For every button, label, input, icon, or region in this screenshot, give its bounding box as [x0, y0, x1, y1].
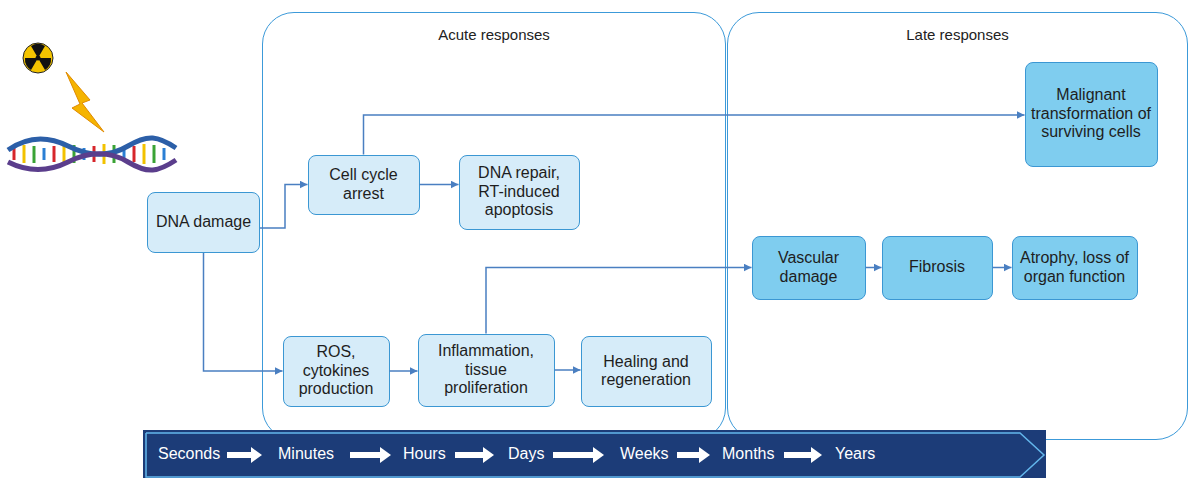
dna-rung	[133, 146, 136, 162]
flow-arrow	[390, 370, 418, 372]
time-label: Days	[508, 444, 544, 464]
box-label: Healing and regeneration	[587, 353, 706, 390]
process-box: DNA damage	[147, 192, 260, 253]
process-box: Inflammation, tissue proliferation	[418, 334, 555, 407]
dna-rung	[153, 145, 156, 163]
lightning-bolt	[66, 72, 104, 132]
radiation-blade	[31, 44, 45, 58]
time-arrow	[227, 447, 262, 463]
process-box: DNA repair, RT-induced apoptosis	[459, 155, 580, 230]
process-box: Malignant transformation of surviving ce…	[1025, 62, 1158, 167]
radiation-disc	[23, 43, 53, 73]
dna-strand	[8, 154, 176, 170]
flow-arrow	[364, 115, 1025, 155]
dna-rung	[33, 146, 36, 163]
dna-rung	[53, 146, 56, 162]
process-box: ROS, cytokines production	[283, 336, 390, 407]
time-arrow	[350, 447, 391, 463]
timeline-band: Seconds Minutes Hours Days Weeks Months Years	[143, 430, 1046, 478]
box-label: Malignant transformation of surviving ce…	[1031, 86, 1152, 141]
group-heading: Late responses	[728, 26, 1187, 43]
dna-rung	[23, 145, 26, 163]
process-box: Atrophy, loss of organ function	[1012, 236, 1138, 300]
time-label: Years	[835, 444, 875, 464]
process-box: Cell cycle arrest	[308, 155, 420, 215]
time-arrow	[784, 447, 822, 463]
box-label: ROS, cytokines production	[289, 343, 384, 398]
flow-arrow	[486, 268, 752, 334]
flow-arrow	[866, 267, 882, 269]
box-label: Vascular damage	[758, 249, 860, 286]
radiation-blade	[38, 58, 51, 70]
box-label: DNA repair, RT-induced apoptosis	[465, 164, 574, 219]
time-arrow	[553, 447, 604, 463]
box-label: Inflammation, tissue proliferation	[424, 342, 549, 397]
time-label: Minutes	[278, 444, 334, 464]
radiation-blade	[25, 58, 38, 70]
radiation-symbol	[23, 43, 53, 73]
process-box: Vascular damage	[752, 236, 866, 300]
box-label: DNA damage	[156, 213, 251, 231]
dna-rung	[43, 148, 46, 160]
time-label: Months	[722, 444, 774, 464]
flow-arrow	[555, 369, 581, 371]
time-arrow	[455, 447, 494, 463]
time-label: Hours	[403, 444, 446, 464]
flow-arrow	[420, 184, 459, 186]
time-arrow	[677, 447, 710, 463]
box-label: Fibrosis	[909, 258, 965, 276]
group-panel: Late responsesMalignant transformation o…	[727, 12, 1188, 440]
group-heading: Acute responses	[263, 26, 725, 43]
time-label: Weeks	[620, 444, 669, 464]
flow-arrow	[204, 253, 283, 371]
box-label: Cell cycle arrest	[314, 166, 414, 203]
group-panel: Acute responsesCell cycle arrest DNA repa…	[262, 12, 726, 440]
flow-arrow	[260, 185, 308, 229]
dna-helix	[8, 138, 176, 170]
dna-rung	[143, 144, 146, 164]
dna-rung	[163, 148, 166, 160]
timeline-arrow-outline	[146, 433, 1044, 477]
process-box: Fibrosis	[882, 236, 993, 300]
flow-arrow	[993, 267, 1012, 269]
box-label: Atrophy, loss of organ function	[1018, 249, 1132, 286]
process-box: Healing and regeneration	[581, 336, 712, 407]
time-label: Seconds	[158, 444, 220, 464]
